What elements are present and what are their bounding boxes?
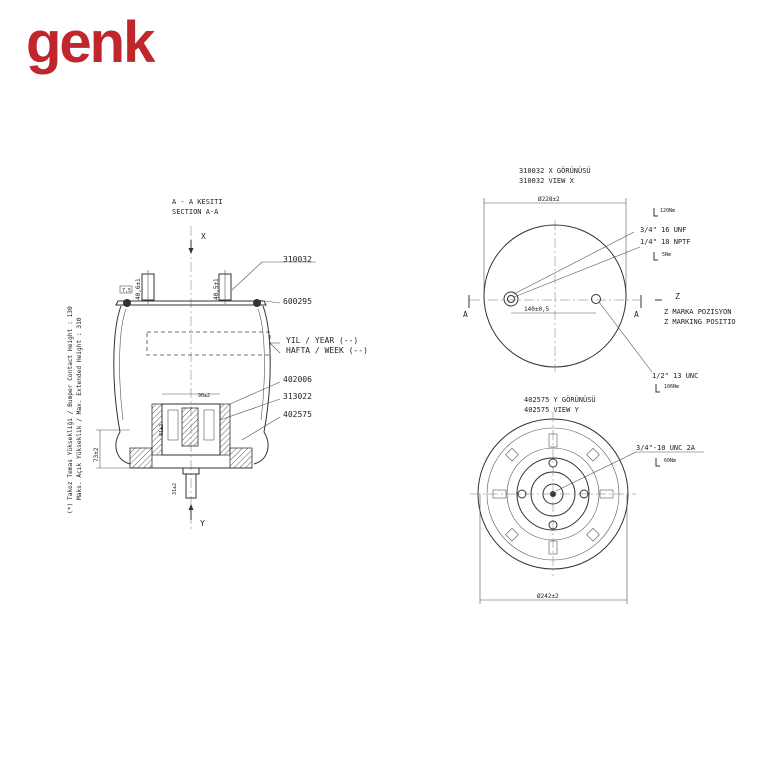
dim-top-left: 40,6±1 (135, 278, 142, 300)
view-x-a-left: A (463, 310, 468, 319)
view-y-thread: 3/4"-10 UNC 2A (636, 444, 696, 452)
view-y-dia: Ø242±2 (537, 593, 559, 600)
view-x-thread-2: 1/4" 18 NPTF (640, 238, 691, 246)
view-x-title-tr: 310032 X GÖRÜNÜSÜ (519, 166, 591, 175)
view-x: 310032 X GÖRÜNÜSÜ 310032 VIEW X Ø228±2 1… (463, 166, 736, 393)
dim-73: 73±2 (93, 447, 100, 462)
callout-600295: 600295 (283, 297, 312, 306)
view-x-torque-1: 120Nm (660, 208, 675, 214)
callout-402575: 402575 (283, 410, 312, 419)
height-note-bumper: Takoz Temas Yüksekliği / Bumper Contact … (66, 306, 74, 500)
view-y-ribs (492, 433, 614, 555)
x-axis-label: X (201, 232, 206, 241)
callout-310032: 310032 (283, 255, 312, 264)
view-x-thread-3: 1/2" 13 UNC (652, 372, 698, 380)
view-x-thread-1: 3/4" 16 UNF (640, 226, 686, 234)
view-y: 402575 Y GÖRÜNÜSÜ 402575 VIEW Y 3/4"-10 … (470, 395, 704, 604)
genk-logo: genk (26, 10, 155, 75)
view-x-z: Z (675, 292, 680, 301)
section-title-tr: A - A KESITI (172, 198, 223, 206)
y-axis-label: Y (200, 519, 205, 528)
callout-402006: 402006 (283, 375, 312, 384)
view-x-torque-2: 5Nm (662, 252, 671, 258)
dim-top-right: 40,5±1 (213, 278, 220, 300)
dim-81: 81±2 (159, 424, 165, 436)
callout-year: YIL / YEAR (--) (286, 336, 358, 345)
dim-small: 7,5 (122, 288, 131, 294)
callout-week: HAFTA / WEEK (--) (286, 346, 368, 355)
view-x-torque-3: 106Nm (664, 384, 679, 390)
view-y-title-en: 402575 VIEW Y (524, 406, 580, 414)
view-x-dia: Ø228±2 (538, 196, 560, 203)
section-title-en: SECTION A-A (172, 208, 219, 216)
view-y-torque: 60Nm (664, 458, 676, 464)
callout-313022: 313022 (283, 392, 312, 401)
view-y-title-tr: 402575 Y GÖRÜNÜSÜ (524, 395, 596, 404)
section-a-a: A - A KESITI SECTION A-A X Y 40,6±1 40,5… (66, 198, 368, 530)
view-x-a-right: A (634, 310, 639, 319)
view-x-z-tr: Z MARKA POZISYON (664, 308, 731, 316)
view-x-spacing: 140±0,5 (524, 306, 550, 313)
height-note-mark: (*) (67, 503, 74, 514)
dim-90: 90±2 (198, 393, 210, 399)
height-note-extended: Maks. Açık Yükseklik / Max. Extended Hei… (76, 317, 83, 500)
view-x-title-en: 310032 VIEW X (519, 177, 575, 185)
view-x-z-en: Z MARKING POSITIO (664, 318, 736, 326)
dim-31: 31±2 (172, 483, 178, 495)
